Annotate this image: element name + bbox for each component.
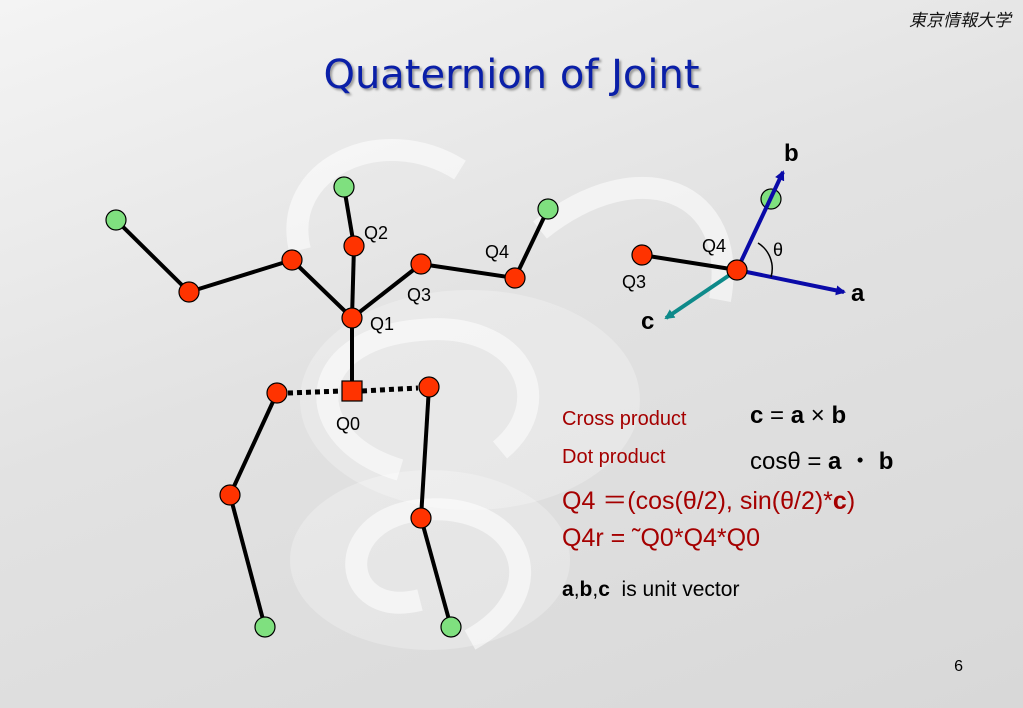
unit-a: a [562,578,574,601]
joint-red-q4 [726,259,748,281]
bone [350,262,423,320]
q4-close: ) [846,487,856,515]
cross-eq: = [763,402,791,429]
vector-label-b: b [784,140,799,167]
q4-text: Q4 ＝(cos(θ/2), sin(θ/2)* [562,487,833,515]
dot-b: b [878,448,894,475]
dot-a: a [828,448,842,475]
joint-green [254,616,276,638]
theta-label: θ [773,240,784,260]
bone [419,386,431,519]
dot-product-label: Dot product [562,446,666,468]
vector-c-arrow [664,268,739,320]
unit-b: b [579,578,593,601]
dot-op: ・ [841,448,879,475]
label-q1: Q1 [370,314,395,334]
label-q0: Q0 [336,414,361,434]
q4r-equation: Q4r = ˜Q0*Q4*Q0 [562,524,760,552]
unit-vector-note: a,b,c is unit vector [562,578,739,602]
q4-c: c [832,487,847,515]
joint-red [266,382,288,404]
bone [290,258,354,320]
bone [114,218,191,294]
university-name: 東京情報大学 [909,11,1011,31]
cross-a: a [790,402,805,429]
dot-cos: cosθ = [750,448,829,475]
bone [420,262,516,280]
cross-op: × [804,402,832,429]
dot-product-equation: cosθ = a ・ b [750,441,893,476]
joint-red-q1 [341,307,363,329]
vector-label-q4: Q4 [702,236,727,256]
slide-title: Quaternion of Joint [323,52,700,98]
vector-b-arrow [735,170,785,271]
vector-label-c: c [641,308,655,335]
cross-c: c [750,402,764,429]
bone [350,245,356,319]
unit-rest: is unit vector [609,578,740,601]
cross-product-label: Cross product [562,408,687,430]
joint-green [440,616,462,638]
joint-root-q0 [341,380,363,402]
label-q2: Q2 [364,223,389,243]
page-number: 6 [954,658,963,675]
joint-red [410,507,432,529]
hip-link-dashed [361,385,419,394]
joint-red-q2 [343,235,365,257]
unit-c: c [598,578,610,601]
joint-green [537,198,559,220]
joint-red [281,249,303,271]
vector-a-arrow [736,268,846,296]
unit-comma: , [573,578,580,601]
unit-comma: , [592,578,599,601]
bone [419,517,453,628]
joint-red-q3 [631,244,653,266]
label-q3: Q3 [407,285,432,305]
bone [228,494,267,628]
bone [513,208,550,279]
joint-red [418,376,440,398]
joint-red-q4 [504,267,526,289]
bone [228,392,279,496]
theta-arc [757,242,773,278]
label-q4: Q4 [485,242,510,262]
hip-link-dashed [287,388,343,396]
bone [188,258,293,294]
cross-b: b [831,402,847,429]
q4-equation: Q4 ＝(cos(θ/2), sin(θ/2)*c) [562,481,855,517]
cross-product-equation: c = a × b [750,402,846,430]
joint-red-q3 [410,253,432,275]
joint-red [219,484,241,506]
vector-label-a: a [851,280,865,307]
bone-q3-q4 [641,253,738,272]
joint-green [105,209,127,231]
joint-red [178,281,200,303]
joint-green [333,176,355,198]
vector-label-q3: Q3 [622,272,647,292]
